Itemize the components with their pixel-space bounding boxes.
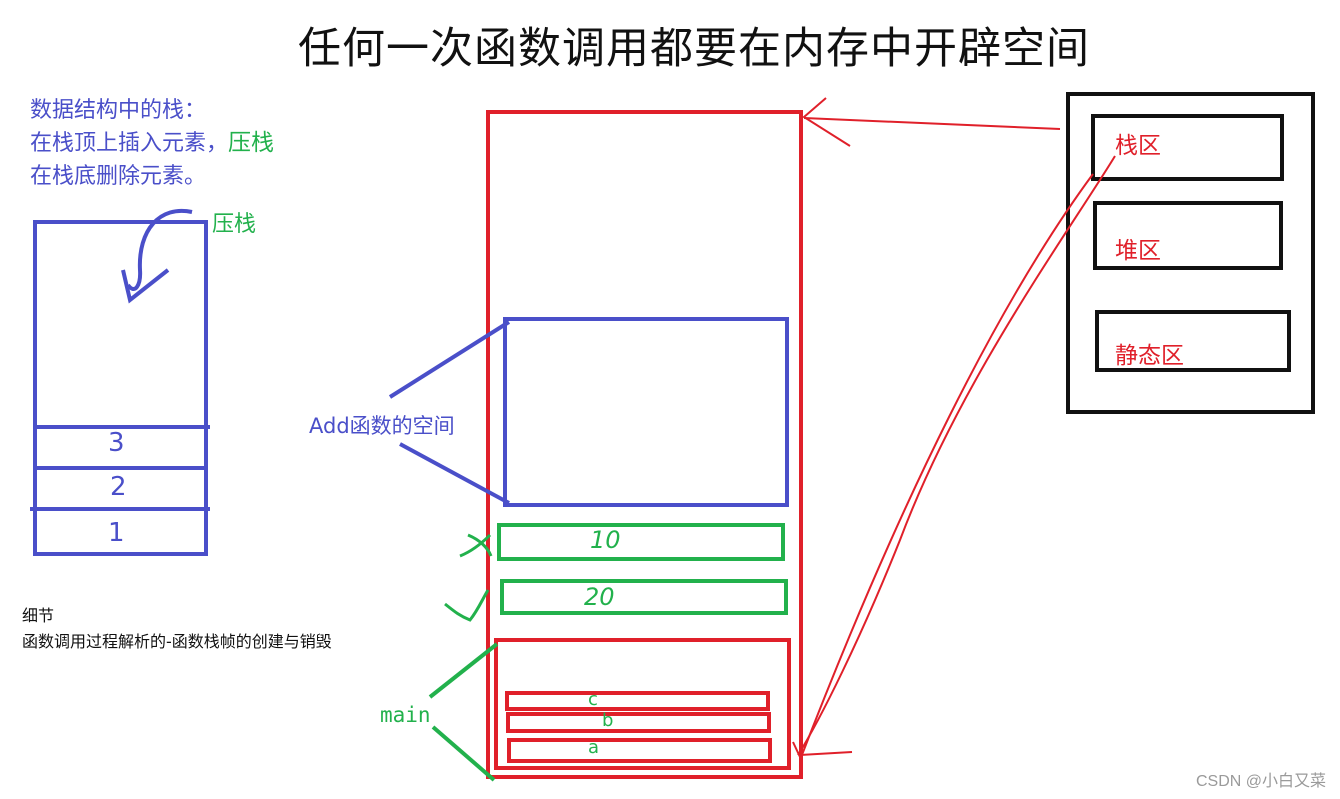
main-var-label: a [588, 737, 600, 758]
details-heading: 细节 [22, 606, 55, 625]
push-arrow-curve [126, 208, 193, 291]
param-name-label: y [470, 588, 471, 589]
ds-stack-outline [33, 220, 208, 556]
arrow-to-stack-bottom [797, 155, 1116, 756]
add-space-label: Add函数的空间 [309, 414, 455, 438]
details-note: 细节 函数调用过程解析的-函数栈帧的创建与销毁 [22, 603, 332, 655]
stack-memory-outline [486, 110, 803, 779]
details-text: 函数调用过程解析的-函数栈帧的创建与销毁 [22, 632, 332, 651]
main-frame [494, 638, 791, 770]
arrow-to-stack-top [803, 117, 1061, 130]
region-label-static: 静态区 [1115, 343, 1184, 369]
region-label-stack: 栈区 [1115, 133, 1161, 159]
param-value-label: 10 [590, 526, 621, 554]
param-y-box [500, 579, 788, 615]
main-label: main [380, 703, 431, 727]
stack-item-label: 1 [108, 518, 125, 548]
stack-memory [388, 110, 803, 782]
arrow-tick [792, 741, 801, 758]
memory-regions [1066, 92, 1315, 414]
main-pointer-line [428, 642, 499, 699]
region-stack-box [1091, 114, 1284, 181]
red-arrows [792, 97, 1116, 761]
var-c-box [505, 691, 770, 711]
stack-item-label: 3 [108, 428, 125, 458]
arrow-tick [799, 751, 853, 756]
push-arrow-head [121, 268, 170, 304]
var-a-box [507, 738, 772, 763]
arrow-to-stack-bottom [799, 173, 1094, 761]
push-label: 压栈 [212, 212, 257, 237]
region-static-box [1095, 310, 1291, 372]
stack-item-label: 2 [110, 472, 127, 502]
ds-stack [30, 208, 210, 556]
param-x-box [497, 523, 785, 561]
push-inline-label: 压栈 [228, 130, 275, 156]
var-b-box [506, 712, 771, 733]
x-handwriting [459, 533, 492, 558]
memory-regions-outline [1066, 92, 1315, 414]
main-var-label: b [602, 710, 614, 731]
stack-notes-line: 在栈顶上插入元素，压栈 [30, 127, 274, 160]
watermark: CSDN @小白又菜 [1195, 773, 1326, 790]
stack-notes-line: 数据结构中的栈： [30, 98, 207, 123]
add-pointer-line [388, 320, 511, 399]
main-pointer-line [431, 725, 496, 782]
main-var-label: c [588, 689, 598, 710]
stack-notes-line: 在栈底删除元素。 [30, 164, 207, 189]
region-label-heap: 堆区 [1115, 238, 1161, 264]
param-value-label: 20 [584, 583, 615, 611]
add-function-frame [503, 317, 789, 507]
stack-notes: 数据结构中的栈： 在栈顶上插入元素，压栈 在栈底删除元素。 [30, 94, 274, 193]
stack-notes-text: 在栈顶上插入元素， [30, 131, 229, 156]
param-name-label: x [462, 528, 463, 529]
arrow-head [802, 97, 851, 147]
add-pointer-line [399, 442, 510, 505]
x-handwriting [467, 533, 493, 557]
y-handwriting [444, 589, 490, 622]
region-heap-box [1093, 201, 1283, 270]
page-title: 任何一次函数调用都要在内存中开辟空间 [298, 24, 1090, 74]
